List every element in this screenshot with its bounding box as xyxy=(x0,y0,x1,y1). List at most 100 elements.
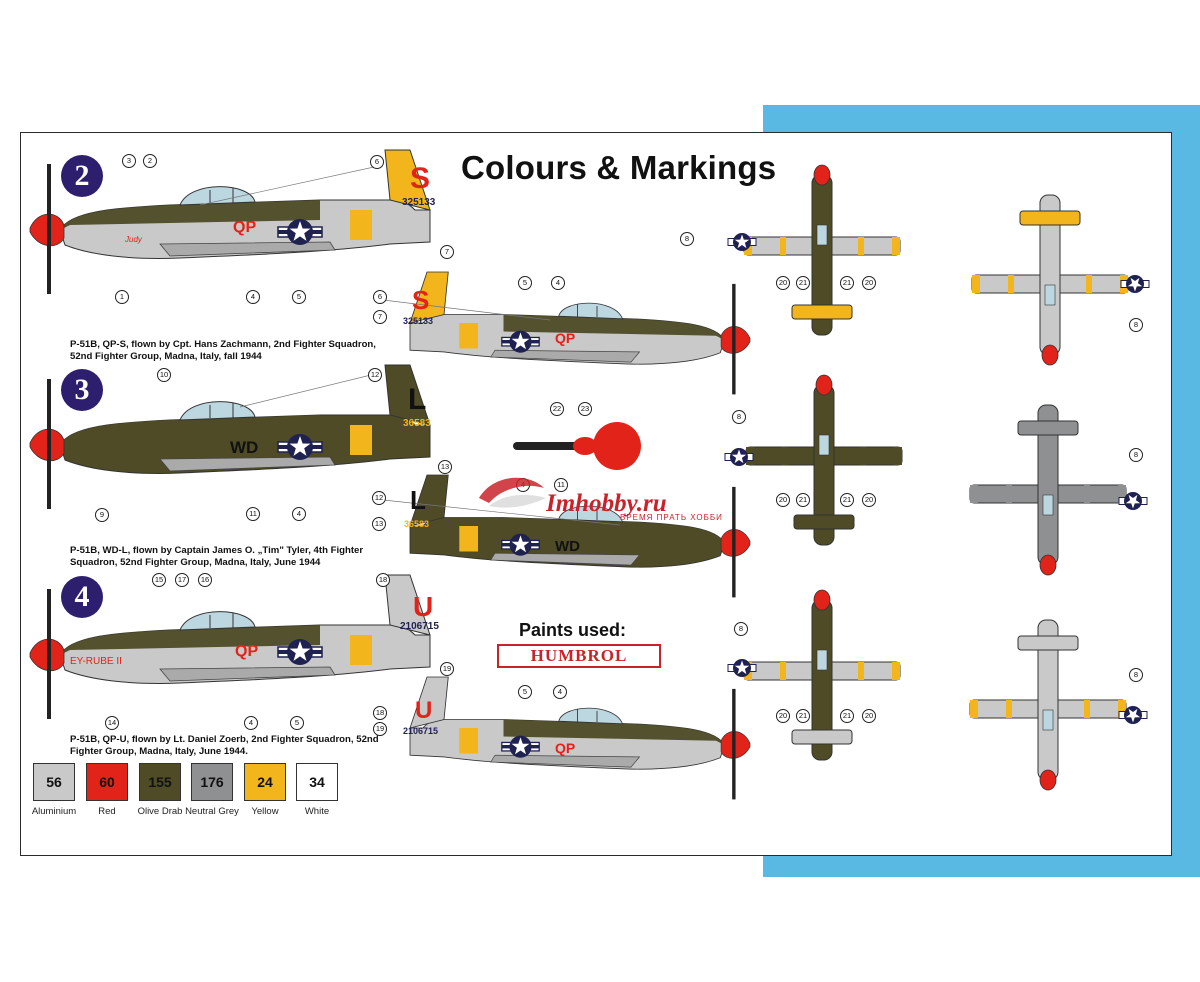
callout-marker: 13 xyxy=(438,460,452,474)
plan-2-top xyxy=(727,164,901,336)
paint-swatch-176: 176 xyxy=(191,763,233,801)
callout-marker: 14 xyxy=(105,716,119,730)
profile-2-nose-art: Judy xyxy=(125,235,142,244)
profile-3-tail-letter: L xyxy=(408,383,427,416)
callout-marker: 21 xyxy=(840,493,854,507)
profile-3-serial: 36583 xyxy=(403,418,431,429)
callout-marker: 8 xyxy=(1129,668,1143,682)
watermark-subtext: ВРЕМЯ ПРАТЬ ХОББИ xyxy=(620,513,723,522)
profile-3-right-tail-letter: L xyxy=(410,485,426,515)
paint-name-155: Olive Drab xyxy=(137,806,183,817)
callout-marker: 16 xyxy=(198,573,212,587)
profile-4-right-serial: 2106715 xyxy=(403,726,439,736)
callout-marker: 12 xyxy=(368,368,382,382)
callout-marker: 4 xyxy=(292,507,306,521)
profile-2-right-tail-letter: S xyxy=(412,285,430,315)
callout-marker: 12 xyxy=(372,491,386,505)
callout-marker: 5 xyxy=(292,290,306,304)
callout-marker: 8 xyxy=(1129,318,1143,332)
leader-lines xyxy=(199,164,621,526)
profile-3-right-serial: 36583 xyxy=(404,519,430,529)
page-title: Colours & Markings xyxy=(461,149,777,186)
spinner-detail xyxy=(513,422,641,470)
profile-badge-4: 4 xyxy=(61,576,103,618)
callout-marker: 15 xyxy=(152,573,166,587)
callout-marker: 21 xyxy=(796,276,810,290)
profile-4-right-side xyxy=(410,677,750,799)
callout-marker: 21 xyxy=(840,709,854,723)
callout-marker: 6 xyxy=(370,155,384,169)
callout-marker: 5 xyxy=(518,276,532,290)
profile-4-right-codes: QP xyxy=(555,740,576,756)
watermark-logo xyxy=(479,477,546,508)
plan-2-bottom xyxy=(971,194,1150,366)
profile-2-codes: QP xyxy=(233,219,257,236)
callout-marker: 18 xyxy=(376,573,390,587)
paints-used-label: Paints used: xyxy=(519,620,627,640)
callout-marker: 1 xyxy=(115,290,129,304)
callout-marker: 19 xyxy=(373,722,387,736)
callout-marker: 2 xyxy=(143,154,157,168)
callout-marker: 19 xyxy=(440,662,454,676)
callout-marker: 11 xyxy=(246,507,260,521)
callout-marker: 8 xyxy=(1129,448,1143,462)
profile-badge-3: 3 xyxy=(61,369,103,411)
humbrol-logo: HUMBROL xyxy=(497,644,661,668)
callout-marker: 7 xyxy=(440,245,454,259)
paint-swatch-60: 60 xyxy=(86,763,128,801)
callout-marker: 20 xyxy=(862,276,876,290)
plan-3-top xyxy=(724,374,903,546)
callout-marker: 4 xyxy=(553,685,567,699)
paint-name-60: Red xyxy=(98,806,116,817)
watermark-text: Imhobby.ru xyxy=(546,490,667,517)
callout-marker: 17 xyxy=(175,573,189,587)
paint-name-56: Aluminium xyxy=(31,806,77,817)
callout-marker: 5 xyxy=(518,685,532,699)
profile-3-codes: WD xyxy=(230,438,259,457)
paint-swatch-34: 34 xyxy=(296,763,338,801)
profile-3-caption: P-51B, WD-L, flown by Captain James O. „… xyxy=(70,545,364,568)
callout-marker: 21 xyxy=(796,493,810,507)
callout-marker: 20 xyxy=(776,276,790,290)
callout-marker: 11 xyxy=(554,478,568,492)
profile-4-right-tail-letter: U xyxy=(415,697,433,724)
profile-2-caption: P-51B, QP-S, flown by Cpt. Hans Zachmann… xyxy=(70,339,376,362)
profile-4-codes: QP xyxy=(235,643,259,660)
paint-swatch-56: 56 xyxy=(33,763,75,801)
callout-marker: 20 xyxy=(776,709,790,723)
profile-2-right-side xyxy=(410,272,750,394)
callout-marker: 10 xyxy=(157,368,171,382)
callout-marker: 22 xyxy=(550,402,564,416)
callout-marker: 21 xyxy=(840,276,854,290)
callout-marker: 7 xyxy=(373,310,387,324)
callout-marker: 4 xyxy=(246,290,260,304)
profile-badge-2: 2 xyxy=(61,155,103,197)
callout-marker: 23 xyxy=(578,402,592,416)
profile-4-serial: 2106715 xyxy=(400,621,439,632)
callout-marker: 3 xyxy=(122,154,136,168)
callout-marker: 6 xyxy=(373,290,387,304)
plan-4-bottom xyxy=(969,619,1148,791)
plan-3-bottom xyxy=(969,404,1148,576)
callout-marker: 20 xyxy=(862,493,876,507)
profile-2-tail-letter: S xyxy=(410,162,431,195)
paint-name-24: Yellow xyxy=(251,806,279,817)
callout-marker: 18 xyxy=(373,706,387,720)
profile-2-serial: 325133 xyxy=(402,197,436,208)
callout-marker: 4 xyxy=(244,716,258,730)
profile-4-nose-art: EY-RUBE II xyxy=(70,656,122,667)
callout-marker: 9 xyxy=(95,508,109,522)
profile-4-caption: P-51B, QP-U, flown by Lt. Daniel Zoerb, … xyxy=(70,734,379,757)
callout-marker: 8 xyxy=(732,410,746,424)
paint-name-34: White xyxy=(304,806,330,817)
profile-4-tail-letter: U xyxy=(413,591,434,622)
profile-2-right-serial: 325133 xyxy=(403,316,434,326)
callout-marker: 8 xyxy=(680,232,694,246)
humbrol-logo-text: HUMBROL xyxy=(530,646,628,665)
callout-marker: 20 xyxy=(862,709,876,723)
paint-name-176: Neutral Grey xyxy=(185,806,239,817)
callout-marker: 21 xyxy=(796,709,810,723)
profile-2-right-codes: QP xyxy=(555,330,576,346)
paint-swatch-155: 155 xyxy=(139,763,181,801)
profile-3-right-codes: WD xyxy=(555,538,580,555)
